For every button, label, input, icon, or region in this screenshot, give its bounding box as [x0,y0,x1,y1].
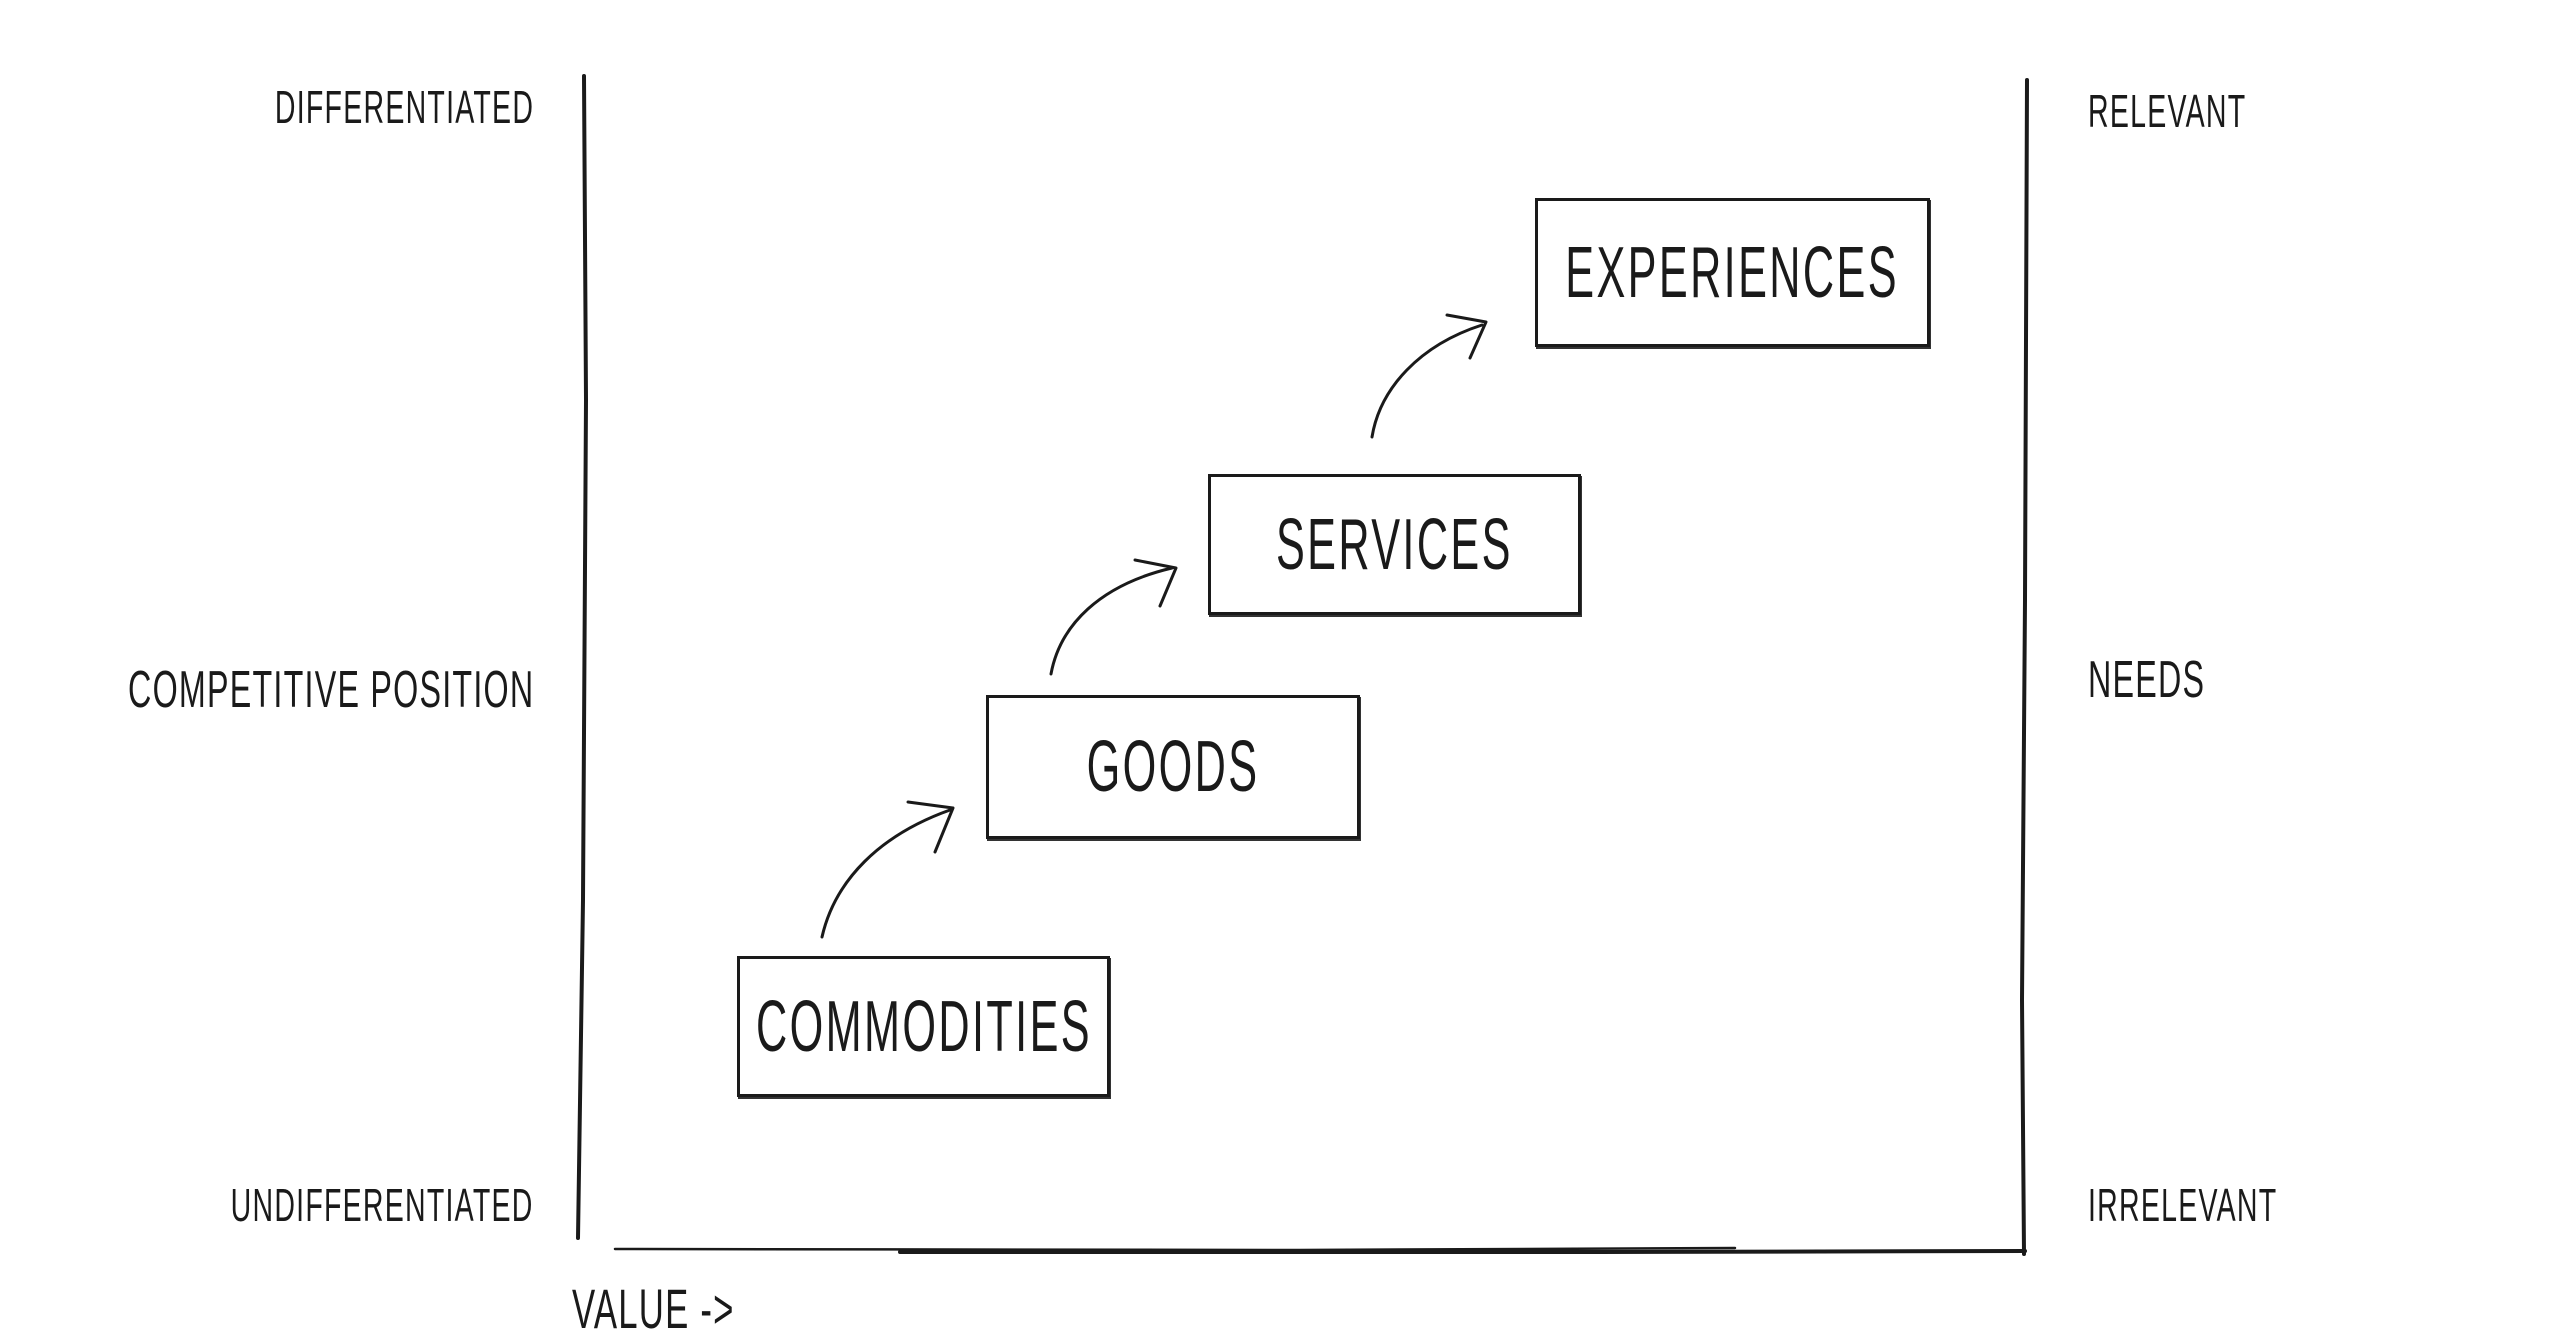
stage-box-goods: GOODS [986,695,1360,839]
bottom-axis-line [613,1246,1737,1252]
y-axis-title-text: COMPETITIVE POSITION [127,661,534,719]
right-axis-top-label-text: RELEVANT [2088,85,2247,137]
arrow-goods-to-services [1049,566,1174,676]
stage-box-services: SERVICES [1208,474,1581,615]
stage-label: COMMODITIES [755,986,1092,1067]
y-axis-top-label: DIFFERENTIATED [116,80,534,134]
x-axis-label-text: VALUE -> [572,1277,735,1340]
y-axis-top-label-text: DIFFERENTIATED [274,81,534,133]
right-axis-title-text: NEEDS [2088,651,2206,709]
arrow-head-3 [1445,313,1488,360]
arrow-services-to-experiences [1370,323,1484,439]
arrow-head-2 [1133,558,1178,608]
right-axis-bottom-label-text: IRRELEVANT [2088,1179,2278,1231]
y-axis-title: COMPETITIVE POSITION [0,660,534,720]
right-axis-title: NEEDS [2088,650,2277,710]
right-axis-line [2020,78,2029,1256]
stage-label: EXPERIENCES [1565,232,1900,313]
right-axis-top-label: RELEVANT [2088,84,2343,138]
left-axis-line [576,74,588,1240]
bottom-axis-line-end [898,1249,2027,1254]
arrow-commodities-to-goods [820,808,952,939]
arrow-head-1 [906,800,955,854]
stage-box-experiences: EXPERIENCES [1535,198,1930,347]
stage-label: GOODS [1086,727,1260,807]
x-axis-label: VALUE -> [572,1276,834,1341]
y-axis-bottom-label-text: UNDIFFERENTIATED [231,1179,534,1231]
stage-box-commodities: COMMODITIES [737,956,1110,1097]
y-axis-bottom-label: UNDIFFERENTIATED [45,1178,534,1232]
stage-label: SERVICES [1276,504,1513,585]
right-axis-bottom-label: IRRELEVANT [2088,1178,2393,1232]
